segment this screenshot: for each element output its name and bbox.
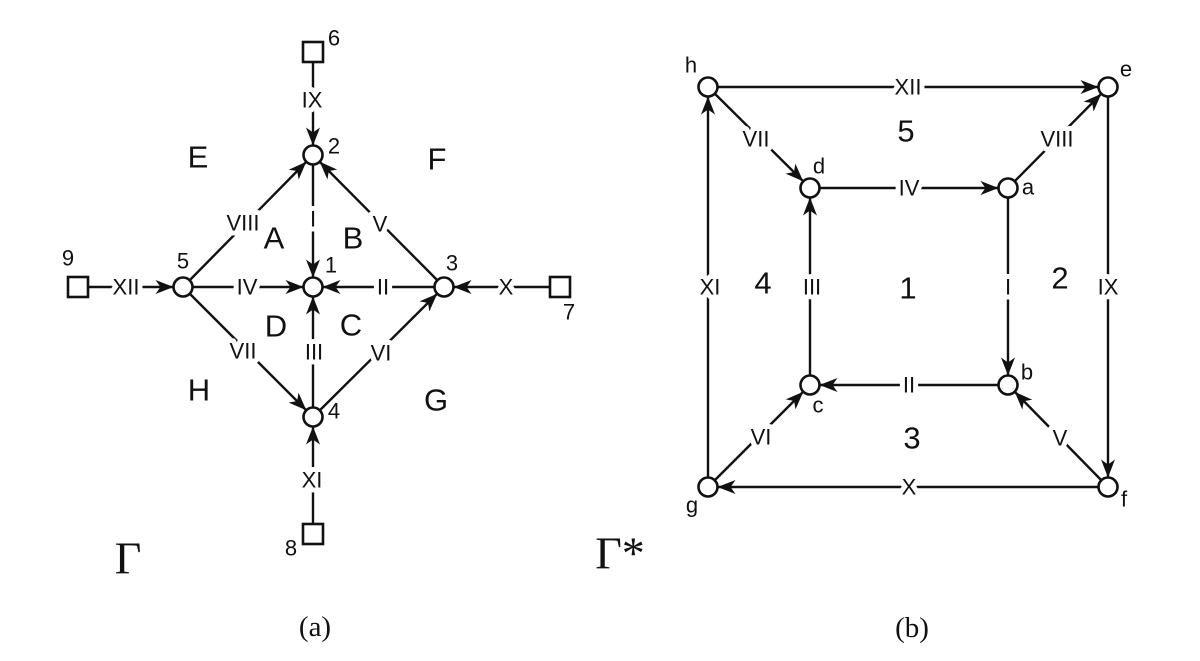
graph-a-edge-viii-label: VIII	[226, 211, 259, 236]
graph-a-node-7	[548, 275, 572, 299]
graph-b-edge-ii-label: II	[903, 373, 915, 398]
graph-a-region-d: D	[265, 309, 287, 344]
graph-a-node-4-label: 4	[328, 399, 340, 424]
graph-a-region-f: F	[428, 142, 447, 177]
graph-a-edge-v	[319, 161, 438, 281]
graph-b-edge-viii	[1014, 93, 1102, 182]
graph-b-node-g-label: g	[686, 493, 698, 518]
graph-a-edge-ii-label: II	[377, 275, 389, 300]
graph-b-edge-viii-label: VIII	[1040, 127, 1073, 152]
graph-b-node-c-label: c	[813, 393, 824, 418]
graph-b-node-f-label: f	[1121, 487, 1128, 512]
graph-b-edge-i-label: I	[1005, 275, 1011, 300]
graph-a-node-8-label: 8	[285, 536, 297, 561]
graph-b-edge-vii	[714, 93, 804, 182]
graph-b-edge-iv-label: IV	[899, 176, 920, 201]
graph-a-edge-xii-label: XII	[113, 275, 140, 300]
graph-b-face-3: 3	[903, 421, 920, 456]
graph-b-title: Γ*	[595, 528, 645, 579]
graph-b-node-d	[799, 177, 821, 199]
graph-a-node-2-label: 2	[328, 134, 340, 159]
graph-b-node-a	[997, 177, 1019, 199]
graph-a-node-7-label: 7	[563, 300, 575, 325]
graph-a-node-3-label: 3	[446, 251, 458, 276]
graph-a-node-1	[302, 276, 324, 298]
graph-b-face-4: 4	[754, 266, 771, 301]
graph-b-edge-v	[1014, 391, 1102, 481]
graph-a-edge-viii	[189, 161, 307, 281]
graph-b-face-2: 2	[1051, 261, 1068, 296]
graph-b-face-5: 5	[897, 114, 914, 149]
graph-a: IX I VIII V XII IV II X VII III VI XI 1 …	[59, 23, 578, 584]
graph-a-edge-i-label: I	[310, 207, 316, 232]
graph-a-node-1-label: 1	[325, 253, 337, 278]
graph-b-node-e-label: e	[1120, 57, 1132, 82]
graph-a-title: Γ	[115, 533, 142, 584]
caption-a: (a)	[299, 611, 331, 643]
graph-a-node-2	[302, 144, 324, 166]
graph-a-edge-vii-label: VII	[230, 339, 257, 364]
caption-b: (b)	[895, 612, 929, 644]
graph-a-node-6	[301, 40, 325, 64]
graph-b-edge-vii-label: VII	[743, 127, 770, 152]
graph-a-region-g: G	[424, 383, 448, 418]
graph-a-edge-vi	[319, 293, 438, 411]
graph-a-edge-vi-label: VI	[371, 341, 392, 366]
graph-b: XII VII VIII IV XI III I IX II VI V X a …	[595, 50, 1135, 579]
graph-a-edge-x-label: X	[499, 275, 514, 300]
graph-b-edge-iii-label: III	[803, 275, 821, 300]
graph-b-edge-vi-label: VI	[751, 425, 772, 450]
graph-a-edge-vii	[189, 293, 307, 411]
graph-a-node-4	[302, 406, 324, 428]
graph-a-region-c: C	[340, 308, 362, 343]
graph-b-node-g	[697, 476, 719, 498]
graph-b-edge-vi	[714, 391, 804, 481]
graph-b-node-b-label: b	[1021, 360, 1033, 385]
graph-b-node-f	[1097, 476, 1119, 498]
graph-b-node-c	[799, 374, 821, 396]
graph-a-node-9-label: 9	[62, 246, 74, 271]
graph-b-node-d-label: d	[813, 154, 825, 179]
graph-a-region-a: A	[264, 221, 285, 256]
graph-a-node-5-label: 5	[177, 249, 189, 274]
graph-a-edge-iii-label: III	[305, 340, 323, 365]
graph-b-node-h	[697, 76, 719, 98]
graph-a-edge-ix-label: IX	[302, 88, 323, 113]
graph-b-edge-ix-label: IX	[1098, 275, 1119, 300]
graph-a-region-b: B	[343, 221, 364, 256]
graph-a-edge-v-label: V	[373, 212, 388, 237]
graph-a-node-3	[433, 276, 455, 298]
graph-a-region-h: H	[188, 373, 210, 408]
graph-b-node-a-label: a	[1022, 175, 1035, 200]
graph-a-edge-iv-label: IV	[237, 275, 258, 300]
graph-b-face-1: 1	[899, 271, 916, 306]
graph-a-edge-xi-label: XI	[302, 468, 323, 493]
graph-b-node-h-label: h	[685, 53, 697, 78]
graph-a-node-6-label: 6	[328, 26, 340, 51]
graph-a-node-8	[301, 522, 325, 546]
graph-b-edge-xi-label: XI	[700, 275, 721, 300]
graph-b-node-b	[997, 374, 1019, 396]
graph-a-region-e: E	[188, 140, 209, 175]
graph-b-edge-xii-label: XII	[895, 75, 922, 100]
graph-a-node-9	[66, 275, 90, 299]
graph-b-edge-x-label: X	[902, 475, 917, 500]
graph-b-node-e	[1097, 76, 1119, 98]
graph-b-edge-v-label: V	[1053, 426, 1068, 451]
graph-a-node-5	[172, 276, 194, 298]
